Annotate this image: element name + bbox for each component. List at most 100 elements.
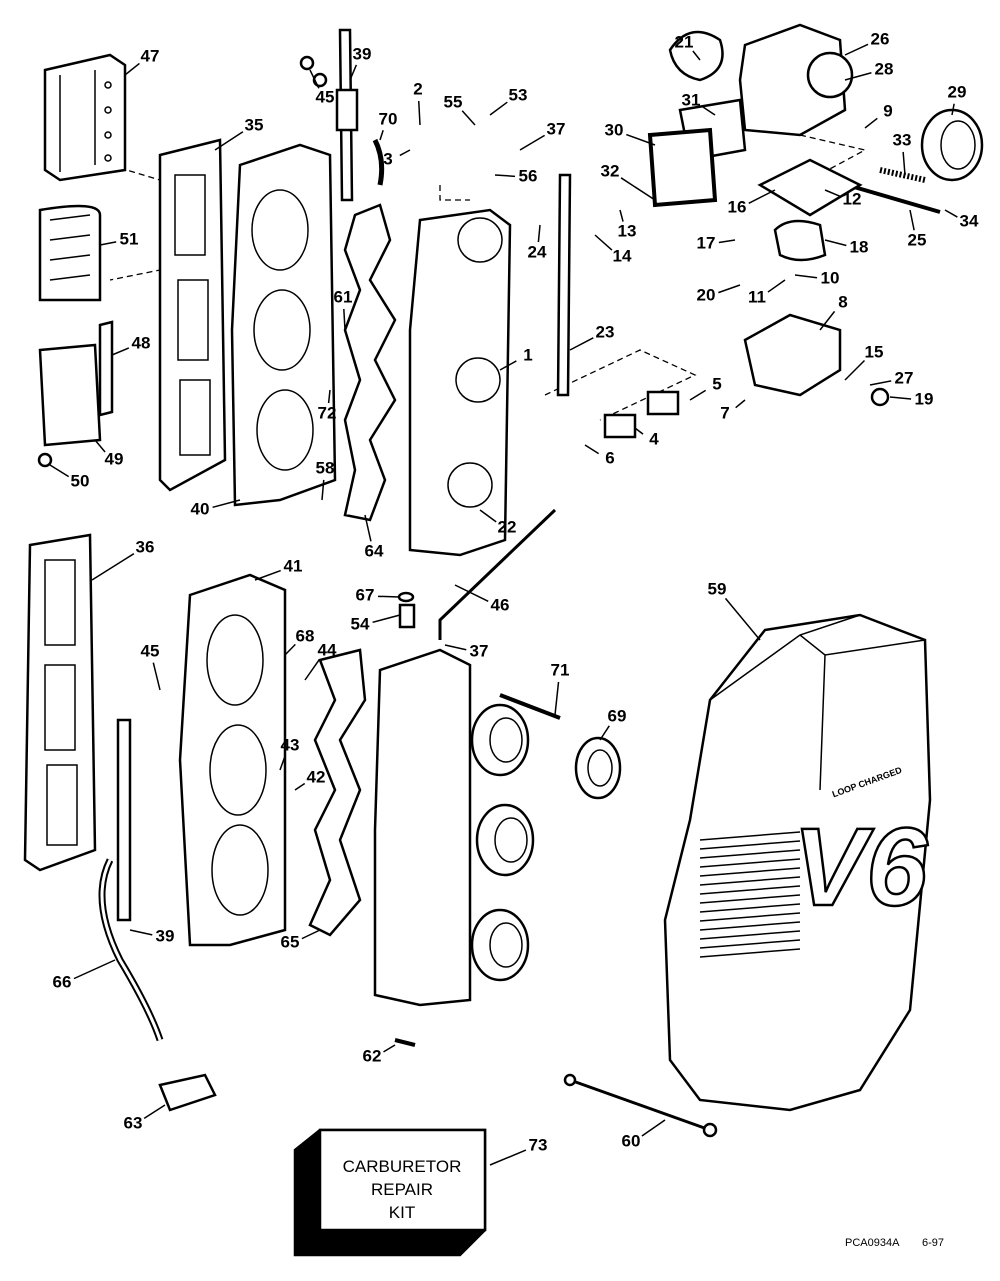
cover-fin <box>699 867 801 877</box>
callout-leader-39 <box>349 64 358 81</box>
callout-leader-27 <box>869 380 892 386</box>
callout-leaders <box>49 43 958 1166</box>
callout-leader-24 <box>537 224 541 243</box>
cover-fin <box>699 948 801 958</box>
drawing-code: PCA0934A <box>845 1237 900 1249</box>
callout-47: 47 <box>141 46 160 65</box>
part-reed-plate <box>38 343 102 447</box>
callout-41: 41 <box>284 556 303 575</box>
part-gasket-35 <box>158 138 227 492</box>
part-gasket-12 <box>757 158 863 217</box>
cover-fin <box>699 894 801 904</box>
callout-39: 39 <box>156 926 175 945</box>
part-rod-end-b <box>702 1122 718 1138</box>
callout-32: 32 <box>601 161 620 180</box>
callout-39: 39 <box>353 44 372 63</box>
callout-53: 53 <box>509 85 528 104</box>
part-float-18 <box>773 219 827 262</box>
callout-51: 51 <box>120 229 139 248</box>
callout-64: 64 <box>365 541 384 560</box>
callout-leader-47 <box>124 62 140 76</box>
callout-leader-32 <box>620 177 656 201</box>
callout-8: 8 <box>838 292 847 311</box>
callout-leader-21 <box>692 50 701 61</box>
part-washer-45b <box>312 72 328 88</box>
callout-leader-37 <box>444 644 467 651</box>
part-plate-5 <box>646 390 680 416</box>
callout-45: 45 <box>316 87 335 106</box>
callout-20: 20 <box>697 285 716 304</box>
callout-13: 13 <box>618 221 637 240</box>
callout-leader-44 <box>304 659 320 681</box>
callout-leader-2 <box>417 100 421 126</box>
callout-4: 4 <box>649 429 659 448</box>
callout-leader-45 <box>309 69 320 89</box>
callout-leader-9 <box>864 117 878 129</box>
callout-leader-39 <box>129 929 153 936</box>
callout-leader-17 <box>718 239 736 244</box>
callout-34: 34 <box>960 211 979 230</box>
kit-line-3: KIT <box>389 1203 415 1222</box>
part-float-bowl-8 <box>743 313 842 397</box>
part-reed-cover <box>43 53 127 182</box>
part-spacer-54 <box>398 603 416 629</box>
callout-leader-7 <box>735 399 746 409</box>
callout-11: 11 <box>748 287 766 306</box>
callout-leader-70 <box>379 129 384 141</box>
cover-fin <box>699 912 801 922</box>
callout-55: 55 <box>444 92 463 111</box>
gasket-36-openings <box>44 559 78 846</box>
callout-29: 29 <box>948 82 967 101</box>
callout-45: 45 <box>141 641 160 660</box>
callout-1: 1 <box>523 345 532 364</box>
cover-fin <box>699 849 801 859</box>
callout-67: 67 <box>356 585 375 604</box>
callout-18: 18 <box>850 237 869 256</box>
callout-25: 25 <box>908 230 927 249</box>
callout-14: 14 <box>613 246 632 265</box>
part-intake-manifold-40 <box>230 143 337 507</box>
part-screw-62 <box>394 1038 416 1047</box>
callout-31: 31 <box>682 90 701 109</box>
callout-leader-63 <box>143 1104 166 1120</box>
callout-leader-28 <box>844 72 872 81</box>
callout-leader-37 <box>519 134 546 151</box>
callout-48: 48 <box>132 333 151 352</box>
callout-leader-19 <box>889 396 912 400</box>
callout-leader-55 <box>461 110 476 126</box>
cover-logo-v6: V6 <box>793 806 928 929</box>
callout-leader-42 <box>294 782 306 791</box>
part-intake-manifold-41 <box>178 573 287 947</box>
callout-28: 28 <box>875 59 894 78</box>
callout-7: 7 <box>720 403 729 422</box>
callout-leader-51 <box>99 241 117 246</box>
callout-leader-8 <box>819 310 836 331</box>
callout-leader-73 <box>489 1149 527 1166</box>
part-clip-63 <box>158 1073 217 1112</box>
part-bore <box>806 51 854 99</box>
part-hose-70 <box>372 138 385 186</box>
carburetor-repair-kit-box: CARBURETOR REPAIR KIT <box>293 1128 487 1257</box>
callout-36: 36 <box>136 537 155 556</box>
callout-2: 2 <box>413 79 422 98</box>
cover-fin <box>699 858 801 868</box>
part-fitting-body <box>335 88 359 132</box>
part-rod-end <box>563 1073 577 1087</box>
part-reeds <box>38 204 102 302</box>
callout-leader-71 <box>554 681 560 716</box>
part-oring-67 <box>397 591 415 603</box>
gasket-35-openings <box>174 174 211 456</box>
callout-leader-5 <box>689 389 707 401</box>
callout-19: 19 <box>915 389 934 408</box>
callout-leader-3 <box>399 149 411 157</box>
part-drain-screw-19 <box>870 387 890 407</box>
callout-10: 10 <box>821 268 840 287</box>
callout-15: 15 <box>865 342 884 361</box>
callout-63: 63 <box>124 1113 143 1132</box>
callout-leader-60 <box>641 1119 666 1137</box>
callout-leader-4 <box>634 427 644 435</box>
callout-leader-22 <box>479 509 497 523</box>
cover-fin <box>699 876 801 886</box>
callout-49: 49 <box>105 449 124 468</box>
